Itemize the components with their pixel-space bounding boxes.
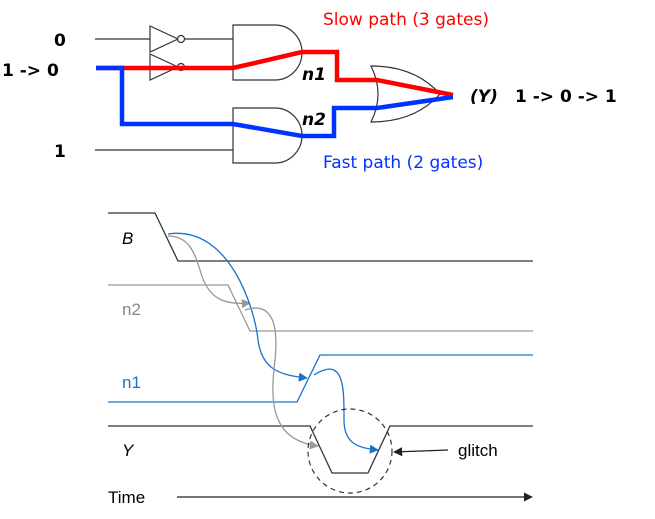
waveform-n1: [108, 354, 533, 403]
time-label: Time: [108, 488, 145, 507]
glitch-label: glitch: [458, 441, 498, 460]
signal-b-label: B: [122, 229, 133, 248]
glitch-circle: [307, 408, 393, 494]
waveform-b: [108, 212, 533, 262]
output-name-label: (Y): [470, 87, 498, 107]
circuit: 0 1 -> 0 1 n1 n2 (Y): [2, 10, 617, 173]
signal-n2-label: n2: [122, 300, 141, 319]
slow-path-label: Slow path (3 gates): [323, 10, 489, 30]
inverters: [149, 25, 186, 81]
causality-arrow-n1-to-y: [313, 368, 379, 454]
causality-arrow-n2-to-y: [244, 307, 319, 450]
fast-path-label: Fast path (2 gates): [323, 153, 483, 173]
fast-path-wire: [96, 65, 454, 139]
input-c-label: 1: [54, 142, 66, 162]
input-b-label: 1 -> 0: [2, 61, 59, 81]
node-n1-label: n1: [302, 65, 326, 85]
causality-arrow-b-to-n1: [167, 232, 308, 382]
waveform-n2: [108, 284, 533, 332]
or-gate-icon: [370, 65, 441, 123]
output-value-label: 1 -> 0 -> 1: [515, 87, 617, 107]
inverter-a-bubble: [176, 34, 186, 44]
and-gates: [232, 24, 303, 164]
node-n2-label: n2: [302, 110, 326, 130]
timing-diagram: B n2 n1 Y glitch Time: [108, 212, 533, 507]
causality-arrow-b-to-n2: [167, 235, 251, 309]
signal-n1-label: n1: [122, 373, 141, 392]
signal-y-label: Y: [122, 441, 135, 460]
slow-path-wire: [96, 49, 454, 98]
glitch-pointer-arrow: [393, 447, 449, 457]
waveform-y: [108, 425, 533, 474]
inverter-a-icon: [149, 25, 180, 53]
input-a-label: 0: [54, 31, 66, 51]
wires: [95, 38, 233, 151]
